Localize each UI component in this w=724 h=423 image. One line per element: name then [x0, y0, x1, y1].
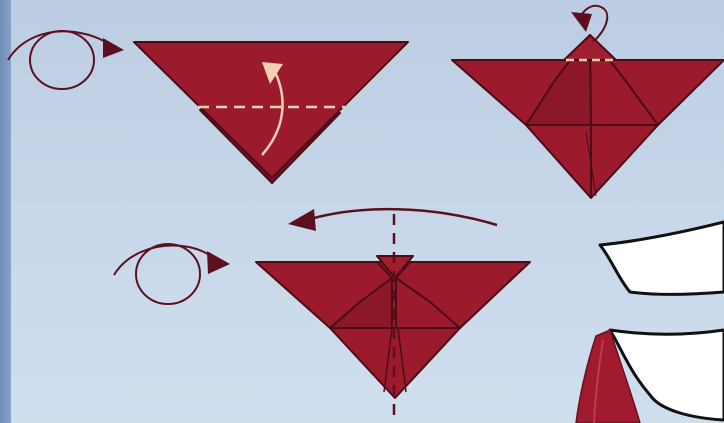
step-3-group — [114, 209, 530, 423]
step-2-folded-base — [452, 35, 724, 198]
step-3-fold-in-half-arrow-icon — [288, 209, 497, 231]
step-3-turn-over-arrow-icon — [114, 244, 230, 304]
step-1-group — [8, 31, 408, 183]
step-2-group — [452, 6, 724, 198]
decorative-white-paper — [576, 222, 724, 423]
step-1-turn-over-arrow-icon — [8, 31, 124, 89]
